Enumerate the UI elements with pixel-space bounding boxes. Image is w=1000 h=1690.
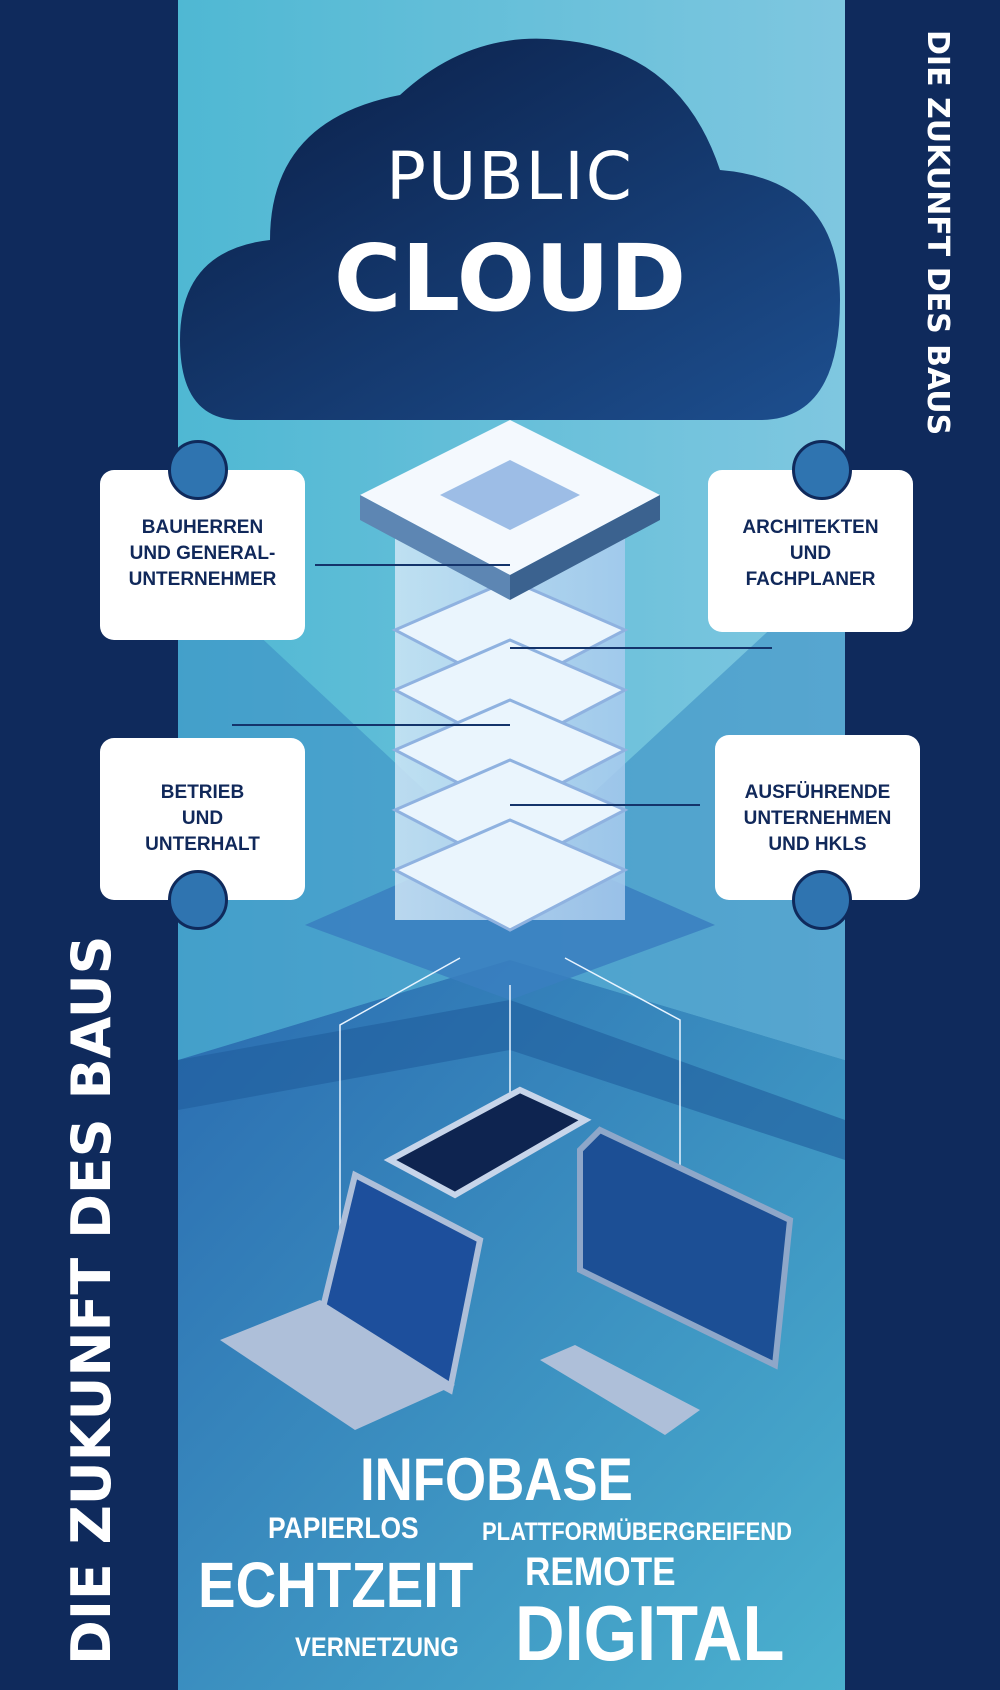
label-line: BAUHERREN <box>141 517 264 538</box>
label-line: BETRIEB <box>160 782 245 803</box>
keyword-digital: DIGITAL <box>515 1589 785 1677</box>
phone <box>383 1086 592 1199</box>
keyword-remote: REMOTE <box>525 1550 676 1594</box>
label-line: UNTERHALT <box>145 834 260 855</box>
stakeholder-card-bauherren: BAUHERREN UND GENERAL- UNTERNEHMER <box>100 470 305 640</box>
label-line: AUSFÜHRENDE <box>744 782 891 803</box>
label-line: UND HKLS <box>768 834 867 855</box>
cloud-shape <box>180 38 840 421</box>
cloud-title-line2: CLOUD <box>333 225 687 332</box>
person-icon <box>168 440 228 500</box>
cloud-title-line1: PUBLIC <box>386 138 634 215</box>
label-line: UNTERNEHMER <box>128 569 277 590</box>
keyword-vernetzung: VERNETZUNG <box>295 1632 459 1662</box>
person-icon <box>792 440 852 500</box>
person-icon <box>168 870 228 930</box>
label-line: ARCHITEKTEN <box>742 517 879 538</box>
laptop-base <box>220 1300 455 1430</box>
side-title-left: DIE ZUKUNFT DES BAUS <box>60 935 123 1665</box>
keyword-echtzeit: ECHTZEIT <box>198 1549 474 1621</box>
person-icon <box>792 870 852 930</box>
side-title-right: DIE ZUKUNFT DES BAUS <box>920 30 955 436</box>
keyword-plattformuebergreifend: PLATTFORMÜBERGREIFEND <box>482 1518 793 1546</box>
keyword-papierlos: PAPIERLOS <box>268 1512 419 1545</box>
label-line: UNTERNEHMEN <box>743 808 892 829</box>
keyword-infobase: INFOBASE <box>360 1446 633 1513</box>
keyboard <box>540 1345 700 1435</box>
label-line: UND <box>789 543 832 564</box>
label-line: UND GENERAL- <box>129 543 276 564</box>
label-line: UND <box>181 808 224 829</box>
monitor <box>577 1126 794 1370</box>
label-line: FACHPLANER <box>745 569 876 590</box>
